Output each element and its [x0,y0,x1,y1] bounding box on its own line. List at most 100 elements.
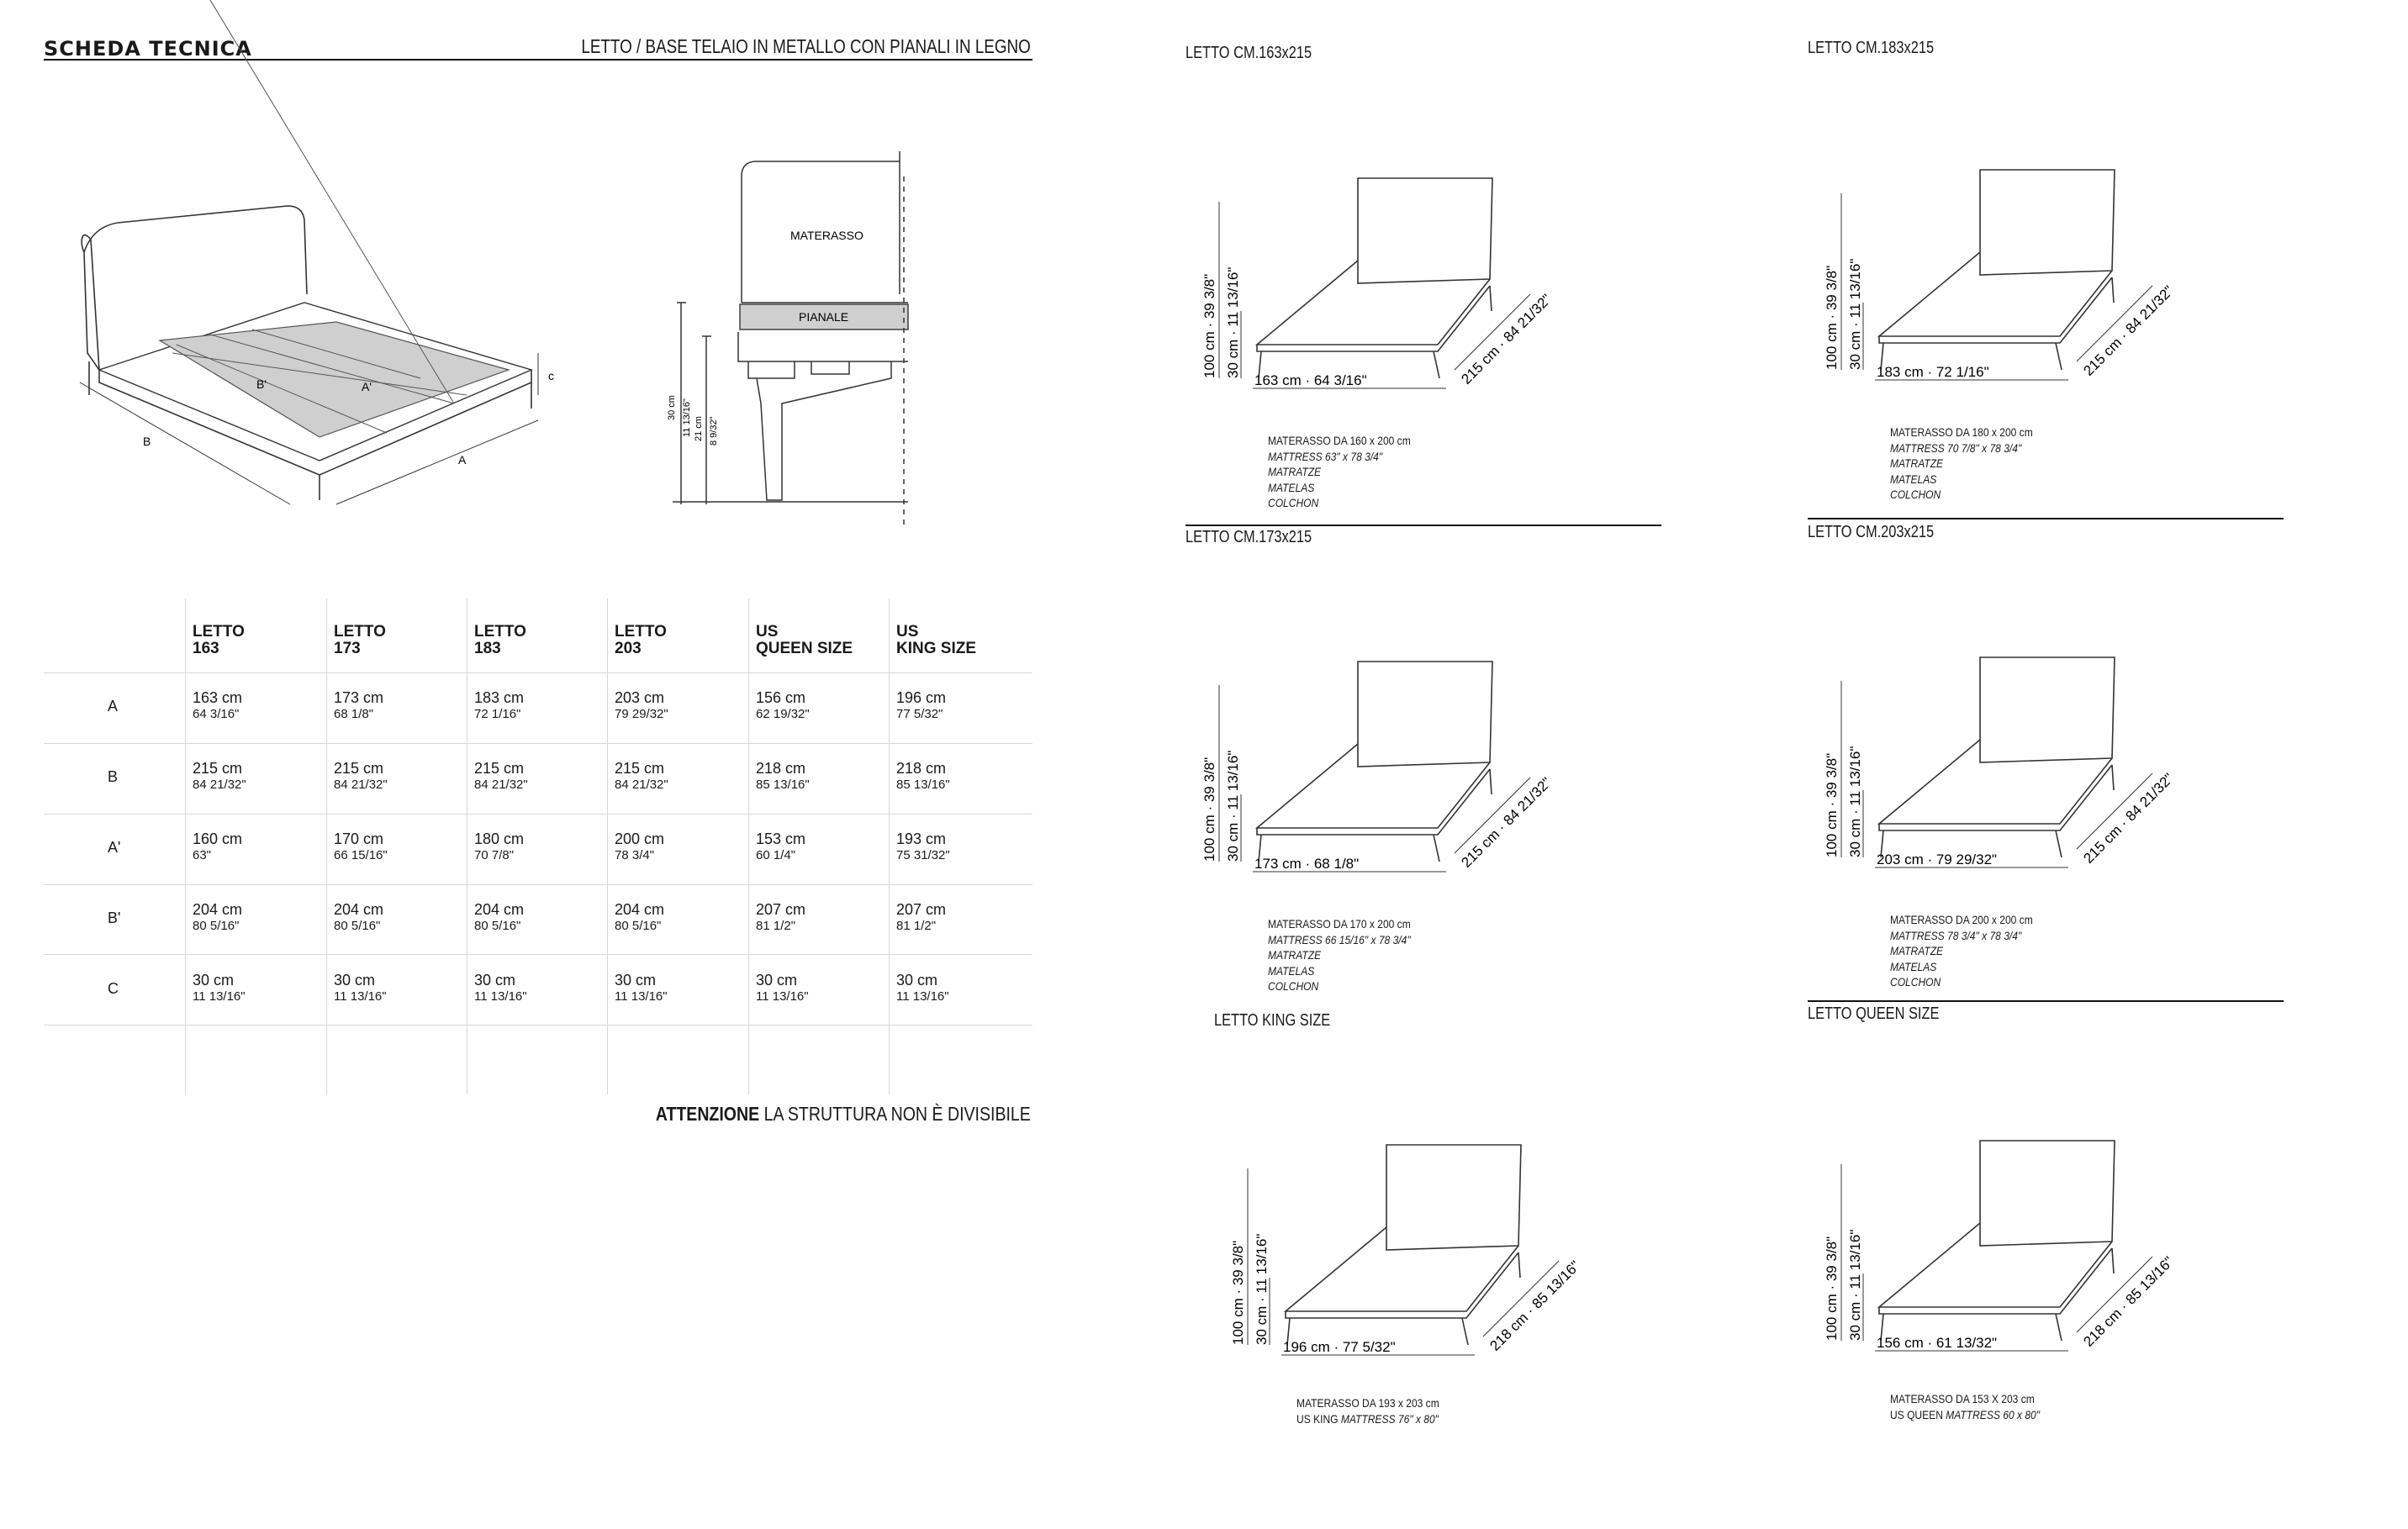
bed-variant-title: LETTO QUEEN SIZE [1808,1004,1940,1023]
row-label: C [108,980,119,997]
bed-line-drawing: 163 cm · 64 3/16" 215 cm · 84 21/32" 100 c… [1201,177,1555,389]
dim-21cm: 21 cm [694,416,704,441]
height-dimension: 100 cm · 39 3/8" [1201,757,1217,862]
pianale-panel [739,303,909,330]
label-a: A [458,453,467,467]
length-dimension: 218 cm · 85 13/16" [1487,1257,1583,1354]
width-dimension: 156 cm · 61 13/32" [1877,1335,1997,1351]
bed-variant-title: LETTO CM.173x215 [1186,528,1312,546]
row-label: A [108,698,119,714]
dim-8in: 8 9/32" [709,416,719,446]
base-height-dimension: 30 cm · 11 13/16" [1847,259,1863,370]
dim-11in: 11 13/16" [682,398,692,437]
materasso-label: MATERASSO [790,229,863,242]
label-b: B [143,435,150,448]
bed-line-drawing: 173 cm · 68 1/8" 215 cm · 84 21/32" 100 cm… [1201,661,1555,873]
section-rule [1808,1000,2284,1002]
height-dimension: 100 cm · 39 3/8" [1824,266,1840,370]
base-height-dimension: 30 cm · 11 13/16" [1847,1230,1863,1341]
label-a-prime: A' [362,380,372,393]
bed-line-drawing: 183 cm · 72 1/16" 215 cm · 84 21/32" 100 c… [1824,169,2177,381]
length-dimension: 215 cm · 84 21/32" [1458,291,1555,388]
base-height-dimension: 30 cm · 11 13/16" [1225,267,1241,378]
bed-line-drawing: 203 cm · 79 29/32" 215 cm · 84 21/32" 100 … [1824,656,2177,868]
bed-line-drawing: 156 cm · 61 13/32" 218 cm · 85 13/16" 100 … [1824,1140,2177,1352]
height-dimension: 100 cm · 39 3/8" [1824,753,1840,857]
length-dimension: 218 cm · 85 13/16" [2080,1253,2177,1350]
bed-section-drawing: MATERASSO PIANALE 30 cm 11 13/16" 21 cm … [667,151,909,530]
page-title: SCHEDA TECNICA [44,37,252,61]
row-label: B' [108,909,121,926]
bed-variant-title: LETTO CM.203x215 [1808,523,1935,541]
height-dimension: 100 cm · 39 3/8" [1824,1236,1840,1341]
base-height-dimension: 30 cm · 11 13/16" [1225,751,1241,862]
height-dimension: 100 cm · 39 3/8" [1201,274,1217,378]
length-dimension: 215 cm · 84 21/32" [2080,282,2177,379]
section-rule [1186,525,1661,526]
header-rule [44,59,1032,61]
length-dimension: 215 cm · 84 21/32" [2080,770,2177,867]
label-c: c [548,369,554,382]
pianale-label: PIANALE [799,310,848,324]
bed-line-drawing: 196 cm · 77 5/32" 218 cm · 85 13/16" 100 c… [1230,1144,1583,1356]
section-rule [1808,518,2284,519]
width-dimension: 196 cm · 77 5/32" [1283,1339,1396,1355]
bed-variant-title: LETTO KING SIZE [1214,1011,1331,1030]
width-dimension: 183 cm · 72 1/16" [1877,364,1989,380]
base-height-dimension: 30 cm · 11 13/16" [1847,746,1863,857]
label-b-prime: B' [256,377,267,391]
row-label: B [108,768,119,785]
dim-30cm: 30 cm [667,395,677,420]
bed-variant-title: LETTO CM.183x215 [1808,39,1935,57]
base-height-dimension: 30 cm · 11 13/16" [1254,1234,1270,1345]
height-dimension: 100 cm · 39 3/8" [1230,1241,1246,1345]
width-dimension: 173 cm · 68 1/8" [1254,856,1359,872]
width-dimension: 163 cm · 64 3/16" [1254,372,1367,388]
bed-variant-title: LETTO CM.163x215 [1186,44,1312,62]
platform-panel [158,321,510,438]
width-dimension: 203 cm · 79 29/32" [1877,851,1997,867]
length-dimension: 215 cm · 84 21/32" [1458,774,1555,871]
